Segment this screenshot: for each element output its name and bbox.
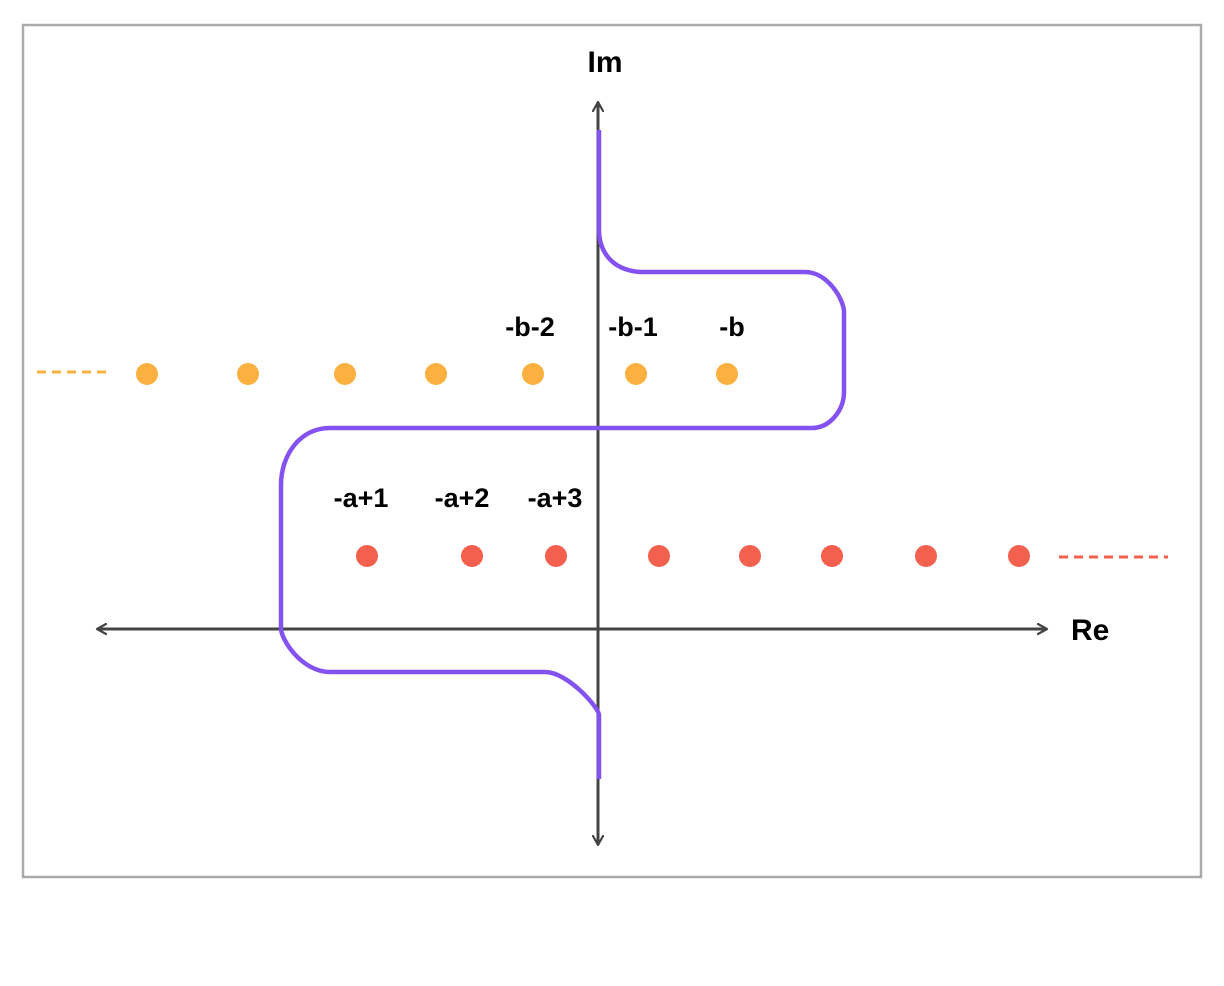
upper-pole-series [37,363,738,385]
imaginary-axis-label: Im [587,46,622,79]
upper-pole [334,363,356,385]
upper-pole [425,363,447,385]
real-axis-label: Re [1071,614,1109,647]
integration-contour [278,130,847,779]
lower-pole [1008,545,1030,567]
upper-pole [625,363,647,385]
upper-pole-label: -b [719,312,744,342]
lower-pole [356,545,378,567]
lower-pole [915,545,937,567]
lower-pole-series [356,545,1168,567]
upper-pole [237,363,259,385]
lower-pole [461,545,483,567]
upper-pole-label: -b-1 [608,312,658,342]
upper-pole-label: -b-2 [505,312,555,342]
upper-pole [136,363,158,385]
diagram-frame [21,23,1203,879]
lower-pole-label: -a+1 [334,483,389,513]
upper-pole [716,363,738,385]
lower-pole [545,545,567,567]
lower-pole [739,545,761,567]
upper-pole [522,363,544,385]
lower-pole-label: -a+3 [528,483,583,513]
lower-pole-label: -a+2 [435,483,490,513]
lower-pole [648,545,670,567]
lower-pole [821,545,843,567]
